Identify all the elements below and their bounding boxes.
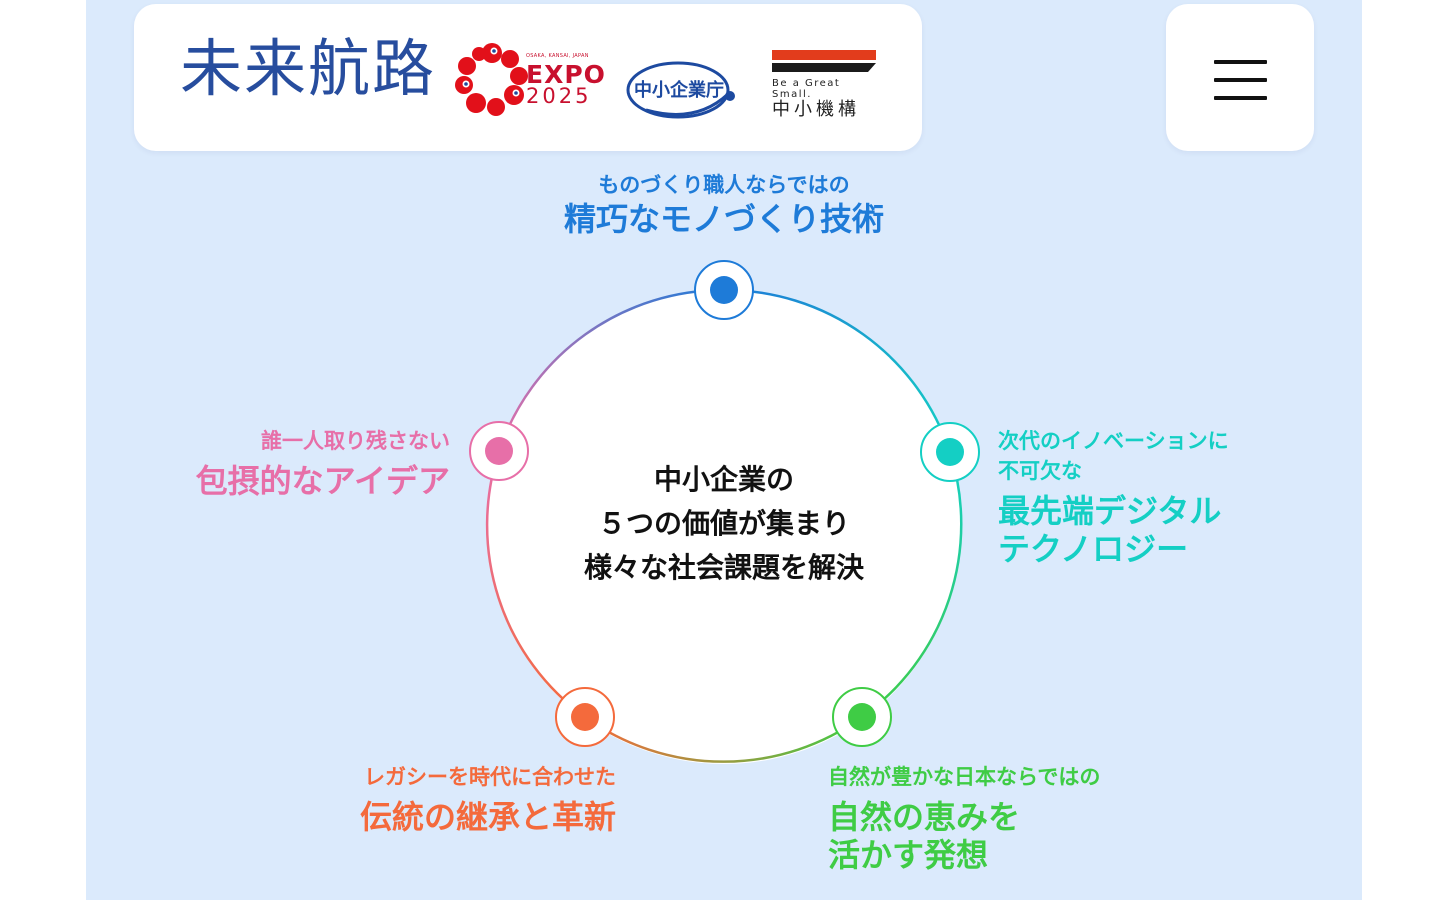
smrj-stripes-icon [772, 50, 876, 72]
ring-arc [584, 715, 863, 763]
hamburger-menu-button[interactable] [1166, 4, 1314, 151]
header-logo-bar: 未来航路 OSAKA, KANSAI, JAPAN EXPO 2025 中小企業… [134, 4, 922, 151]
expo-2025-logo-icon[interactable] [452, 40, 532, 120]
node-tradition[interactable] [555, 687, 615, 747]
brand-logo[interactable]: 未来航路 [180, 32, 437, 105]
value-tradition-label[interactable]: レガシーを時代に合わせた 伝統の継承と革新 [359, 765, 616, 836]
smrj-logo[interactable]: Be a Great Small. 中小機構 [772, 50, 882, 120]
node-craft[interactable] [694, 260, 754, 320]
hamburger-menu-icon [1214, 60, 1267, 64]
ring-arc [485, 450, 586, 719]
value-nature-label[interactable]: 自然が豊かな日本ならではの 自然の恵みを 活かす発想 [828, 765, 1101, 874]
center-circle [487, 290, 961, 764]
center-message: 中小企業の ５つの価値が集まり 様々な社会課題を解決 [583, 463, 864, 584]
hamburger-menu-icon-bar [1214, 78, 1267, 82]
hamburger-menu-icon-bar [1214, 96, 1267, 100]
expo-2025-wordmark[interactable]: OSAKA, KANSAI, JAPAN EXPO 2025 [526, 53, 606, 108]
value-inclusion-label[interactable]: 誰一人取り残さない 包摂的なアイデア [195, 429, 450, 500]
ring-arc [861, 451, 963, 719]
value-digital-label[interactable]: 次代のイノベーションに 不可欠な 最先端デジタル テクノロジー [998, 429, 1229, 568]
sme-agency-label: 中小企業庁 [634, 79, 724, 101]
ring-arc [497, 288, 725, 452]
node-digital[interactable] [920, 422, 980, 482]
ring-arc [723, 288, 952, 453]
node-nature[interactable] [832, 687, 892, 747]
value-craft-label[interactable]: ものづくり職人ならではの 精巧なモノづくり技術 [563, 173, 884, 238]
sme-agency-logo-icon[interactable]: 中小企業庁 [626, 58, 738, 122]
node-inclusion[interactable] [469, 421, 529, 481]
